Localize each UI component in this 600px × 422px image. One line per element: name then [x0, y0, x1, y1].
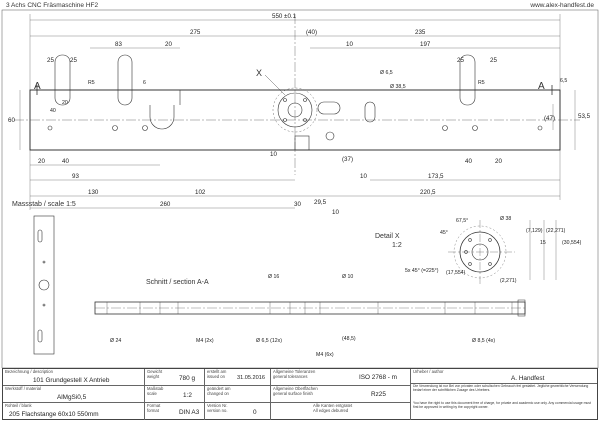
detail-a45: 45°: [440, 230, 448, 236]
tb-weight: Gewicht weight 780 g: [145, 369, 205, 386]
dim-25c: 25: [457, 57, 464, 64]
right-slot: [459, 54, 476, 106]
dim-37: (37): [342, 156, 353, 163]
dim-40: (40): [306, 29, 317, 36]
dim-25a: 25: [47, 57, 54, 64]
dim-65r: 6,5: [560, 78, 567, 84]
left-slot: [54, 54, 71, 106]
detail-15: 15: [540, 240, 546, 246]
dim-r5a: R5: [88, 80, 95, 86]
dim-10c: 10: [332, 209, 339, 216]
section-m4-6x: M4 (6x): [316, 352, 334, 358]
title-block: Bezeichnung / description 101 Grundgeste…: [2, 368, 598, 420]
tb-tolerances: Allgemeine Toleranzen general tolerances…: [271, 369, 411, 386]
dim-2205: 220,5: [420, 189, 436, 196]
view-a-left: A: [34, 81, 41, 92]
tb-blank: Rohteil / blank 205 Flachstange 60x10 55…: [3, 403, 145, 420]
tb-changed: geändert am changed on: [205, 386, 271, 403]
detail-d38: Ø 38: [500, 216, 511, 222]
dim-535: 53,5: [578, 113, 591, 120]
dim-6: 6: [143, 80, 146, 86]
dim-60: 60: [8, 117, 15, 124]
section-d10: Ø 10: [342, 274, 353, 280]
tb-format: Format format DIN A3: [145, 403, 205, 420]
technical-drawing: 550 ±0.1 275 235 (40) 83 20 10 197 25 25…: [1, 9, 599, 368]
tb-scale: Maßstab scale 1:2: [145, 386, 205, 403]
section-d65-12x: Ø 6,5 (12x): [256, 338, 282, 344]
detail-marker: X: [256, 68, 262, 78]
tb-edges: Alle Kanten entgratet All edges deburred: [271, 403, 411, 420]
detail-5x45: 5x 45° (=225°): [405, 268, 439, 274]
dim-25d: 25: [490, 57, 497, 64]
motor-mount-circle: [277, 92, 313, 128]
dim-10v: 10: [270, 151, 277, 158]
dim-93: 93: [72, 173, 79, 180]
scale-label: Massstab / scale 1:5: [12, 201, 76, 208]
view-a-right: A: [538, 81, 545, 92]
dim-d385: Ø 38,5: [390, 84, 406, 90]
left-slot-2: [117, 54, 133, 106]
dim-47: (47): [544, 115, 555, 122]
dim-20a: 20: [165, 41, 172, 48]
section-m4-2x: M4 (2x): [196, 338, 214, 344]
dim-10b: 10: [360, 173, 367, 180]
dim-25b: 25: [70, 57, 77, 64]
detail-2271: (2,271): [500, 278, 517, 284]
dim-20c: 20: [38, 158, 45, 165]
dim-d65: Ø 6,5: [380, 70, 393, 76]
tb-material: Werkstoff / material AlMgSi0,5: [3, 386, 145, 403]
dim-20d: 20: [495, 158, 502, 165]
dim-197: 197: [420, 41, 431, 48]
detail-22271: (22,271): [546, 228, 566, 234]
dim-40c: 40: [62, 158, 69, 165]
dim-total: 550 ±0.1: [272, 13, 297, 20]
side-view-outline: [33, 215, 55, 355]
tb-created: erstellt am issued on 31.05.2016: [205, 369, 271, 386]
dim-295: 29,5: [314, 199, 327, 206]
drawing-title: 3 Achs CNC Fräsmaschine HF2: [6, 2, 99, 9]
section-d16: Ø 16: [268, 274, 279, 280]
tb-legal: Die Verwendung ist nur Bei von privaten …: [413, 384, 591, 409]
tb-description: Bezeichnung / description 101 Grundgeste…: [3, 369, 145, 386]
detail-7129: (7,129): [526, 228, 543, 234]
section-label: Schnitt / section A-A: [146, 279, 209, 286]
dim-40v: 40: [50, 108, 56, 114]
dim-1735: 173,5: [428, 173, 444, 180]
dim-235: 235: [415, 29, 426, 36]
dim-260: 260: [160, 201, 171, 208]
detail-scale: 1:2: [392, 242, 402, 249]
dim-130: 130: [88, 189, 99, 196]
dim-83: 83: [115, 41, 122, 48]
website-link[interactable]: www.alex-handfest.de: [530, 2, 594, 9]
dim-30: 30: [294, 201, 301, 208]
detail-title: Detail X: [375, 233, 400, 240]
section-d485: (48,5): [342, 336, 356, 342]
dim-40d: 40: [465, 158, 472, 165]
tb-author: Urheber / author A. Handfest: [411, 369, 597, 384]
dim-r5b: R5: [478, 80, 485, 86]
section-d24: Ø 24: [110, 338, 121, 344]
tb-surface: Allgemeine Oberflächen general surface f…: [271, 386, 411, 403]
section-d85-4x: Ø 8,5 (4x): [472, 338, 495, 344]
detail-17554: (17,554): [446, 270, 466, 276]
dim-102: 102: [195, 189, 206, 196]
dim-10a: 10: [346, 41, 353, 48]
dim-275: 275: [190, 29, 201, 36]
dim-20b: 20: [62, 100, 68, 106]
detail-a675: 67,5°: [456, 218, 468, 224]
tb-version: Version Nr. version no. 0: [205, 403, 271, 420]
detail-30554: (30,554): [562, 240, 582, 246]
